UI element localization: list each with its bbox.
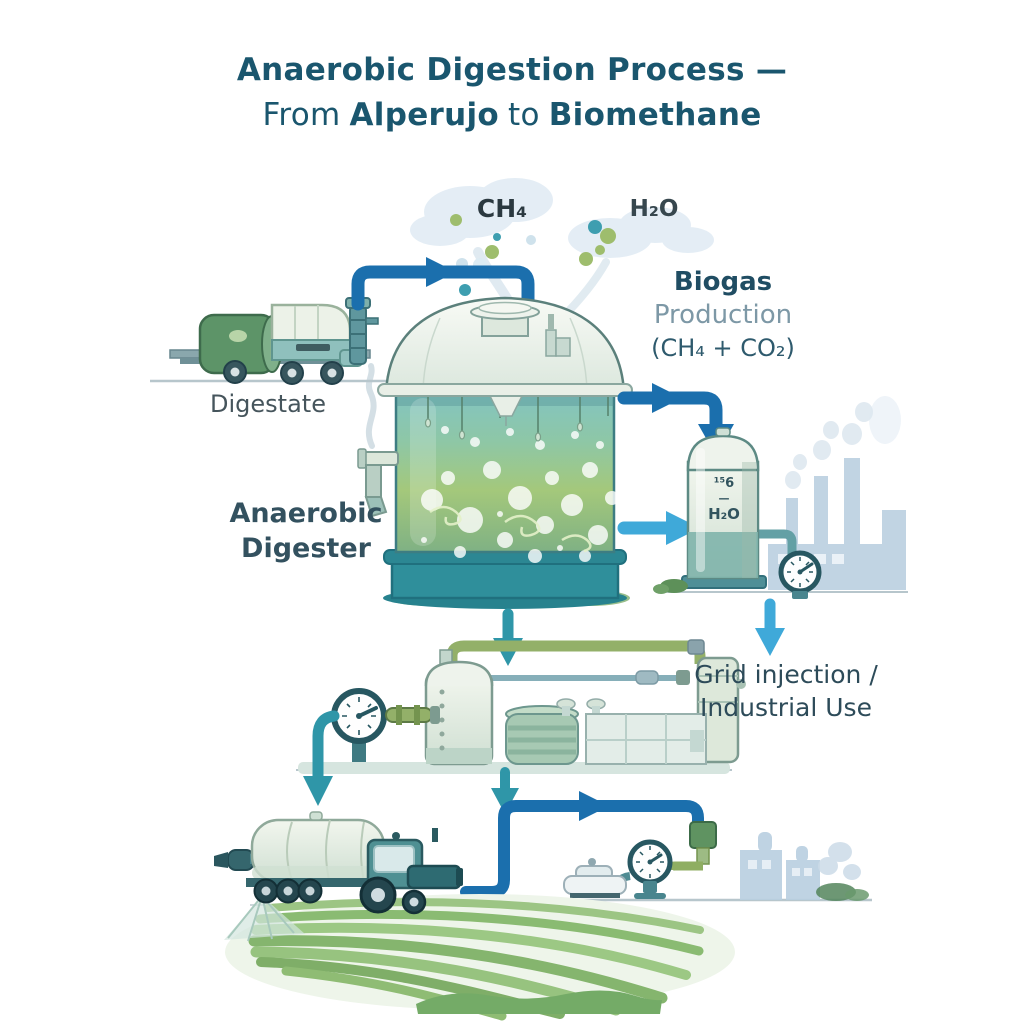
grid-label-line1: Grid injection /: [694, 660, 878, 689]
scrubber-marking-bottom: H₂O: [708, 505, 740, 523]
anaerobic-digester-label: Anaerobic Digester: [206, 496, 406, 566]
biogas-label-line3: (CH₄ + CO₂): [651, 334, 795, 362]
title-line2: From Alperujo to Biomethane: [0, 93, 1024, 138]
title-line2-pre: From: [262, 97, 341, 133]
grid-arrow: [755, 598, 785, 656]
factory-silhouette: [768, 402, 906, 590]
biogas-production-label: Biogas Production (CH₄ + CO₂): [633, 266, 813, 365]
scrubber-marking-top: ¹⁵6: [713, 476, 735, 491]
biogas-label-line1: Biogas: [673, 267, 773, 297]
digester-label-line1: Anaerobic: [229, 498, 383, 529]
ch4-label: CH₄: [476, 194, 528, 223]
biomethane-pipeline: [460, 791, 717, 899]
title-line1: Anaerobic Digestion Process —: [236, 52, 788, 88]
anaerobic-digester-tank: [357, 296, 633, 609]
biogas-label-line2: Production: [653, 300, 793, 330]
upgrading-unit: [298, 639, 746, 774]
biomethane-down-arrow: [491, 767, 519, 814]
digestate-truck: [169, 297, 379, 385]
feedstock-arrow: [351, 257, 535, 313]
crop-field: [225, 894, 735, 1021]
scrubber-markings: ¹⁵6 — H₂O: [700, 474, 748, 524]
digestate-return-arrow: [303, 710, 340, 806]
title-line2-to: to: [508, 97, 540, 133]
tractor: [359, 828, 463, 915]
h2o-label: H₂O: [629, 196, 679, 222]
scrubber-column: [653, 427, 822, 599]
digestate-label: Digestate: [210, 390, 326, 418]
tanker-trailer: [214, 811, 414, 942]
grid-injection-label: Grid injection / Industrial Use: [666, 658, 906, 724]
biogas-arrow-mid: [617, 511, 700, 545]
grid-label-line2: Industrial Use: [700, 693, 872, 722]
diagram-title: Anaerobic Digestion Process — From Alper…: [0, 48, 1024, 138]
city-silhouette: [740, 832, 869, 901]
gas-bubbles: [450, 214, 616, 296]
title-line2-biomethane: Biomethane: [548, 97, 762, 133]
scrubber-marking-mid: —: [718, 492, 730, 505]
title-line2-alperujo: Alperujo: [349, 97, 499, 133]
upgrading-arrow: [493, 608, 523, 666]
service-vehicle: [563, 858, 627, 898]
digester-label-line2: Digester: [241, 533, 371, 564]
